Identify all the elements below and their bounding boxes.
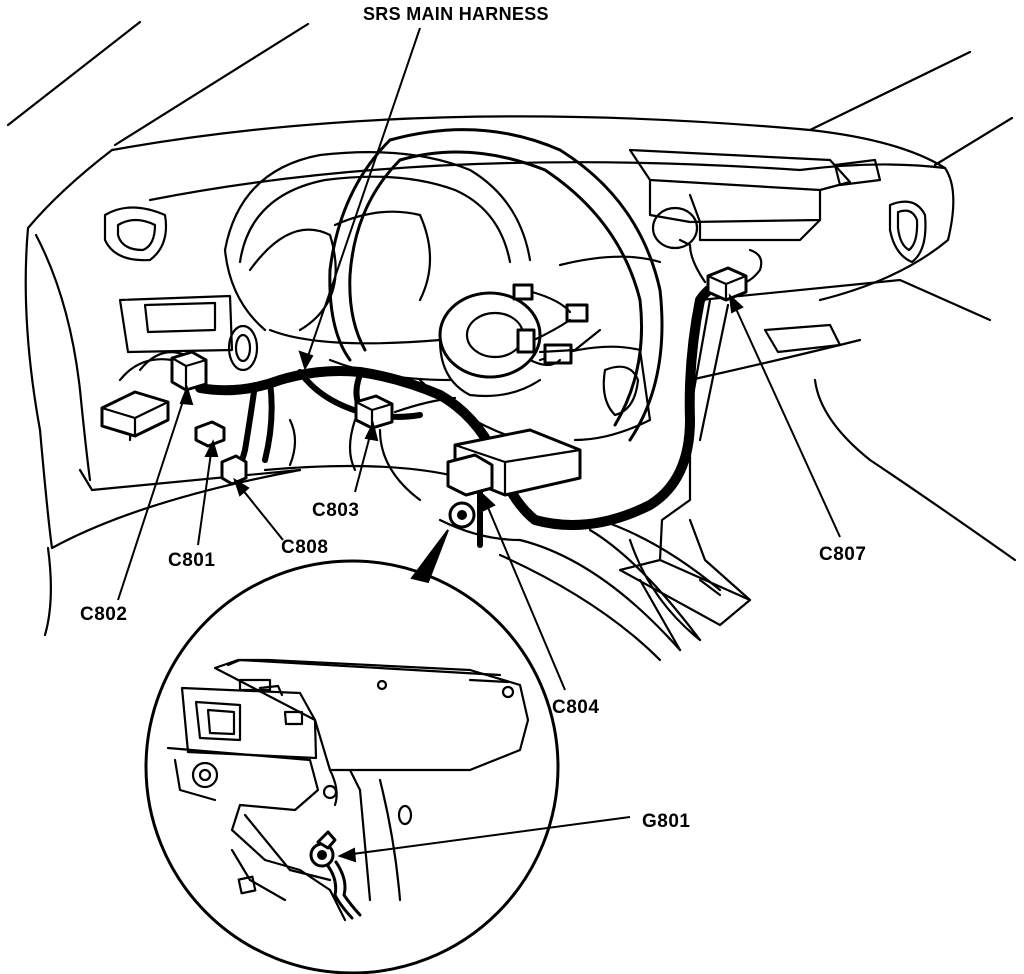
connector-c808-parts bbox=[220, 454, 248, 486]
label-c804: C804 bbox=[552, 697, 599, 718]
detail-inset bbox=[144, 529, 560, 974]
connector-c801-parts bbox=[194, 420, 226, 448]
label-srs-main-harness: SRS MAIN HARNESS bbox=[363, 4, 549, 24]
label-c803: C803 bbox=[312, 500, 359, 521]
srs-unit-and-connector-c804 bbox=[446, 428, 582, 529]
label-c807: C807 bbox=[819, 544, 866, 565]
connector-c803-parts bbox=[354, 394, 394, 430]
connector-c802-parts bbox=[100, 350, 208, 438]
srs-main-harness-wire bbox=[128, 238, 763, 548]
label-c808: C808 bbox=[281, 537, 328, 558]
label-c801: C801 bbox=[168, 550, 215, 571]
label-c802: C802 bbox=[80, 604, 127, 625]
connector-c807-parts bbox=[706, 266, 748, 302]
steering-wheel bbox=[328, 128, 664, 502]
callout-labels: SRS MAIN HARNESS C801 C802 C803 C804 C80… bbox=[80, 4, 866, 832]
label-g801: G801 bbox=[642, 811, 690, 832]
leader-lines bbox=[117, 27, 841, 863]
